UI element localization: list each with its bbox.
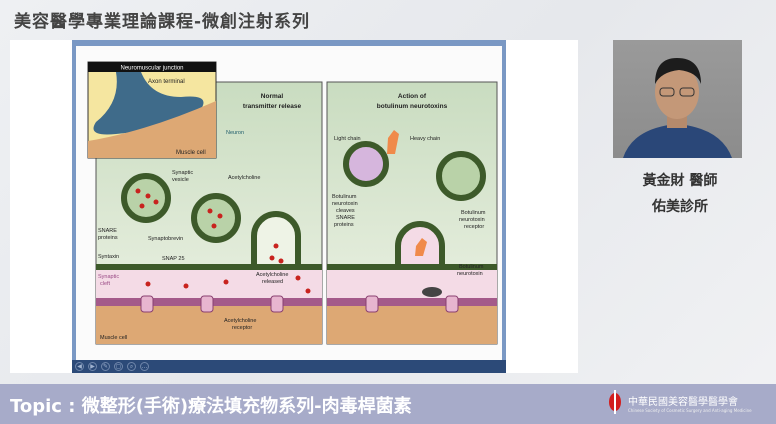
slide: Neuromuscular junction Axon terminal Mus… — [76, 46, 502, 360]
slide-window: Neuromuscular junction Axon terminal Mus… — [72, 40, 506, 373]
label-neuron: Neuron — [226, 130, 244, 136]
topic-bar: Topic : 微整形(手術)療法填充物系列-肉毒桿菌素 中華民國美容醫學醫學會… — [0, 384, 776, 424]
label-ach-released-2: released — [262, 279, 283, 285]
right-title-2: botulinum neurotoxins — [377, 103, 448, 110]
label-cleaves-1: neurotoxin — [332, 201, 358, 207]
society-name-en: Chinese Society of Cosmetic Surgery and … — [628, 408, 752, 413]
slides-grid-button[interactable]: ▢ — [114, 362, 123, 371]
left-title-2: transmitter release — [243, 103, 302, 110]
label-synaptobrevin: Synaptobrevin — [148, 236, 183, 242]
speaker-webcam — [613, 40, 742, 158]
label-light-chain: Light chain — [334, 136, 361, 142]
speaker-name: 黃金財 醫師 — [642, 173, 718, 189]
label-syntaxin: Syntaxin — [98, 254, 119, 260]
prev-slide-button[interactable]: ◀ — [75, 362, 84, 371]
right-title-1: Action of — [398, 93, 427, 100]
label-inset-muscle: Muscle cell — [176, 150, 206, 156]
slideshow-controls: ◀ ▶ ✎ ▢ ⌕ … — [72, 360, 506, 373]
next-slide-button[interactable]: ▶ — [88, 362, 97, 371]
inset-title: Neuromuscular junction — [120, 66, 183, 72]
speaker-clinic: 佑美診所 — [652, 199, 708, 215]
label-snare-2: proteins — [98, 235, 118, 241]
label-snare-1: SNARE — [98, 228, 117, 234]
society-emblem-icon — [609, 390, 621, 414]
label-vesicle-2: vesicle — [172, 177, 189, 183]
label-ach-released-1: Acetylcholine — [256, 272, 288, 278]
label-cleaves-4: proteins — [334, 222, 354, 228]
label-cleaves-2: cleaves — [336, 208, 355, 214]
label-cleft-1: Synaptic — [98, 274, 119, 280]
label-bont-1: neurotoxin — [457, 271, 483, 277]
label-snap25: SNAP 25 — [162, 256, 185, 262]
topic-title: Topic : 微整形(手術)療法填充物系列-肉毒桿菌素 — [10, 396, 412, 417]
course-title: 美容醫學專業理論課程-微創注射系列 — [14, 12, 311, 32]
label-acetylcholine: Acetylcholine — [228, 175, 260, 181]
label-receptor-bont-2: receptor — [464, 224, 484, 230]
label-vesicle-1: Synaptic — [172, 170, 193, 176]
label-cleft-2: cleft — [100, 281, 111, 287]
botox-mechanism-diagram: Neuromuscular junction Axon terminal Mus… — [87, 61, 498, 345]
label-receptor-bont-1: neurotoxin — [459, 217, 485, 223]
label-axon-terminal: Axon terminal — [148, 79, 185, 85]
society-name-cn: 中華民國美容醫學醫學會 — [628, 397, 738, 408]
label-heavy-chain: Heavy chain — [410, 136, 440, 142]
label-receptor-bont-0: Botulinum — [461, 210, 486, 216]
label-muscle-cell: Muscle cell — [100, 335, 127, 341]
left-title-1: Normal — [261, 93, 284, 100]
society-logo: 中華民國美容醫學醫學會 Chinese Society of Cosmetic … — [608, 390, 752, 416]
zoom-button[interactable]: ⌕ — [127, 362, 136, 371]
label-bont-0: Botulinum — [459, 264, 484, 270]
more-options-button[interactable]: … — [140, 362, 149, 371]
label-receptor-2: receptor — [232, 325, 252, 331]
label-cleaves-0: Botulinum — [332, 194, 357, 200]
pen-tool-button[interactable]: ✎ — [101, 362, 110, 371]
speaker-video-icon — [623, 58, 732, 158]
label-receptor-1: Acetylcholine — [224, 318, 256, 324]
label-cleaves-3: SNARE — [336, 215, 355, 221]
